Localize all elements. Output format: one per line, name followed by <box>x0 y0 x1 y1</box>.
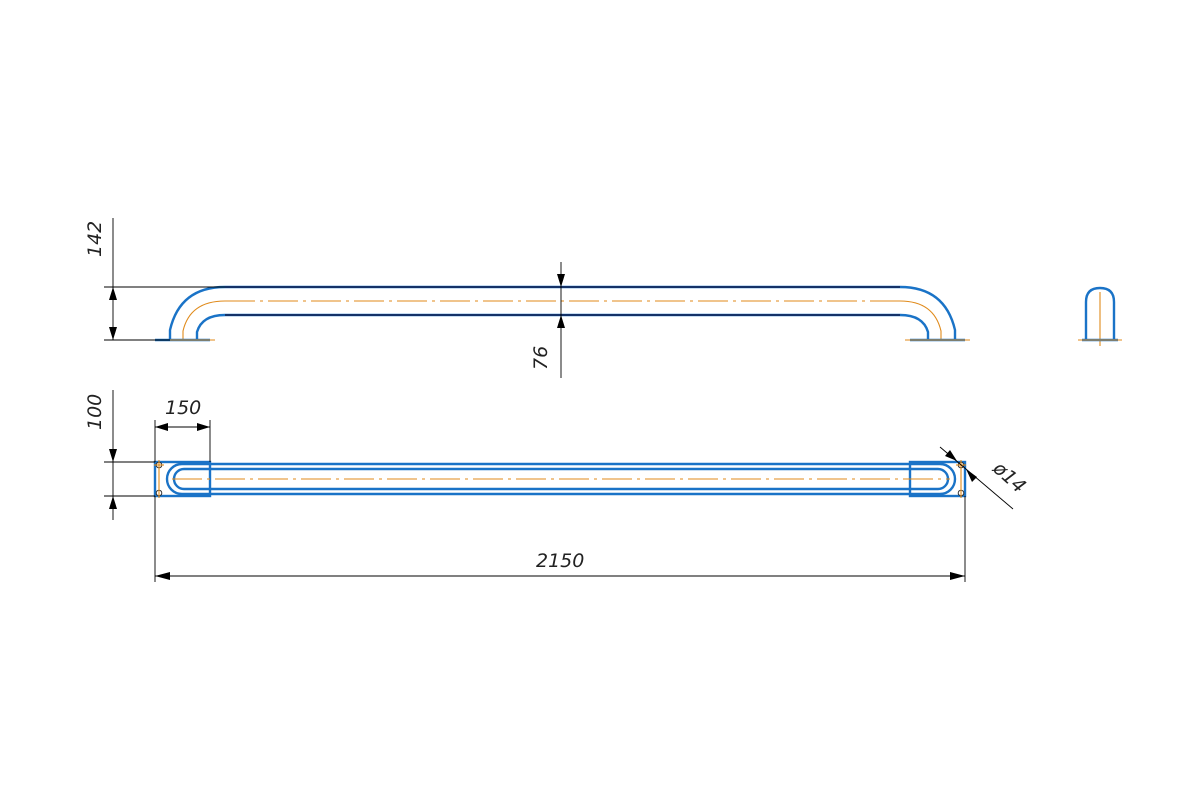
side-view-outer-profile <box>168 285 957 340</box>
top-view-tube-outer <box>165 462 957 496</box>
dim-100-arrow-top <box>109 449 117 462</box>
dim-hole-arrow-a <box>945 450 957 461</box>
dimension-100: 100 <box>84 390 155 520</box>
end-view <box>1078 286 1122 346</box>
dim-hole-arrow-b <box>966 469 977 482</box>
top-view-tube-inner <box>172 467 950 491</box>
dim-2150-arrow-right <box>950 572 965 580</box>
side-view-bend-axis <box>182 300 226 340</box>
dim-hole-label: ø14 <box>988 457 1030 498</box>
dimension-hole-diameter: ø14 <box>939 446 1030 510</box>
dim-100-label: 100 <box>84 394 106 430</box>
side-view <box>150 285 970 342</box>
dim-142-arrow-bottom <box>109 327 117 340</box>
dimension-76: 76 <box>530 262 565 378</box>
dim-76-arrow-top <box>557 274 565 287</box>
dim-2150-label: 2150 <box>536 550 584 572</box>
dim-142-arrow-top <box>109 287 117 300</box>
side-view-bend-axis-right <box>899 300 942 340</box>
dim-2150-arrow-left <box>155 572 170 580</box>
dim-142-label: 142 <box>84 221 106 257</box>
dimension-150: 150 <box>154 397 211 462</box>
dim-150-label: 150 <box>165 397 201 419</box>
dimension-2150: 2150 <box>154 496 966 582</box>
dim-150-arrow-left <box>155 423 168 431</box>
dim-76-label: 76 <box>530 346 552 370</box>
top-view <box>153 460 967 498</box>
dim-100-arrow-bottom <box>109 496 117 509</box>
end-view-profile <box>1084 286 1116 340</box>
dim-150-arrow-right <box>197 423 210 431</box>
dim-76-arrow-bottom <box>557 315 565 328</box>
dimension-142: 142 <box>84 218 225 341</box>
